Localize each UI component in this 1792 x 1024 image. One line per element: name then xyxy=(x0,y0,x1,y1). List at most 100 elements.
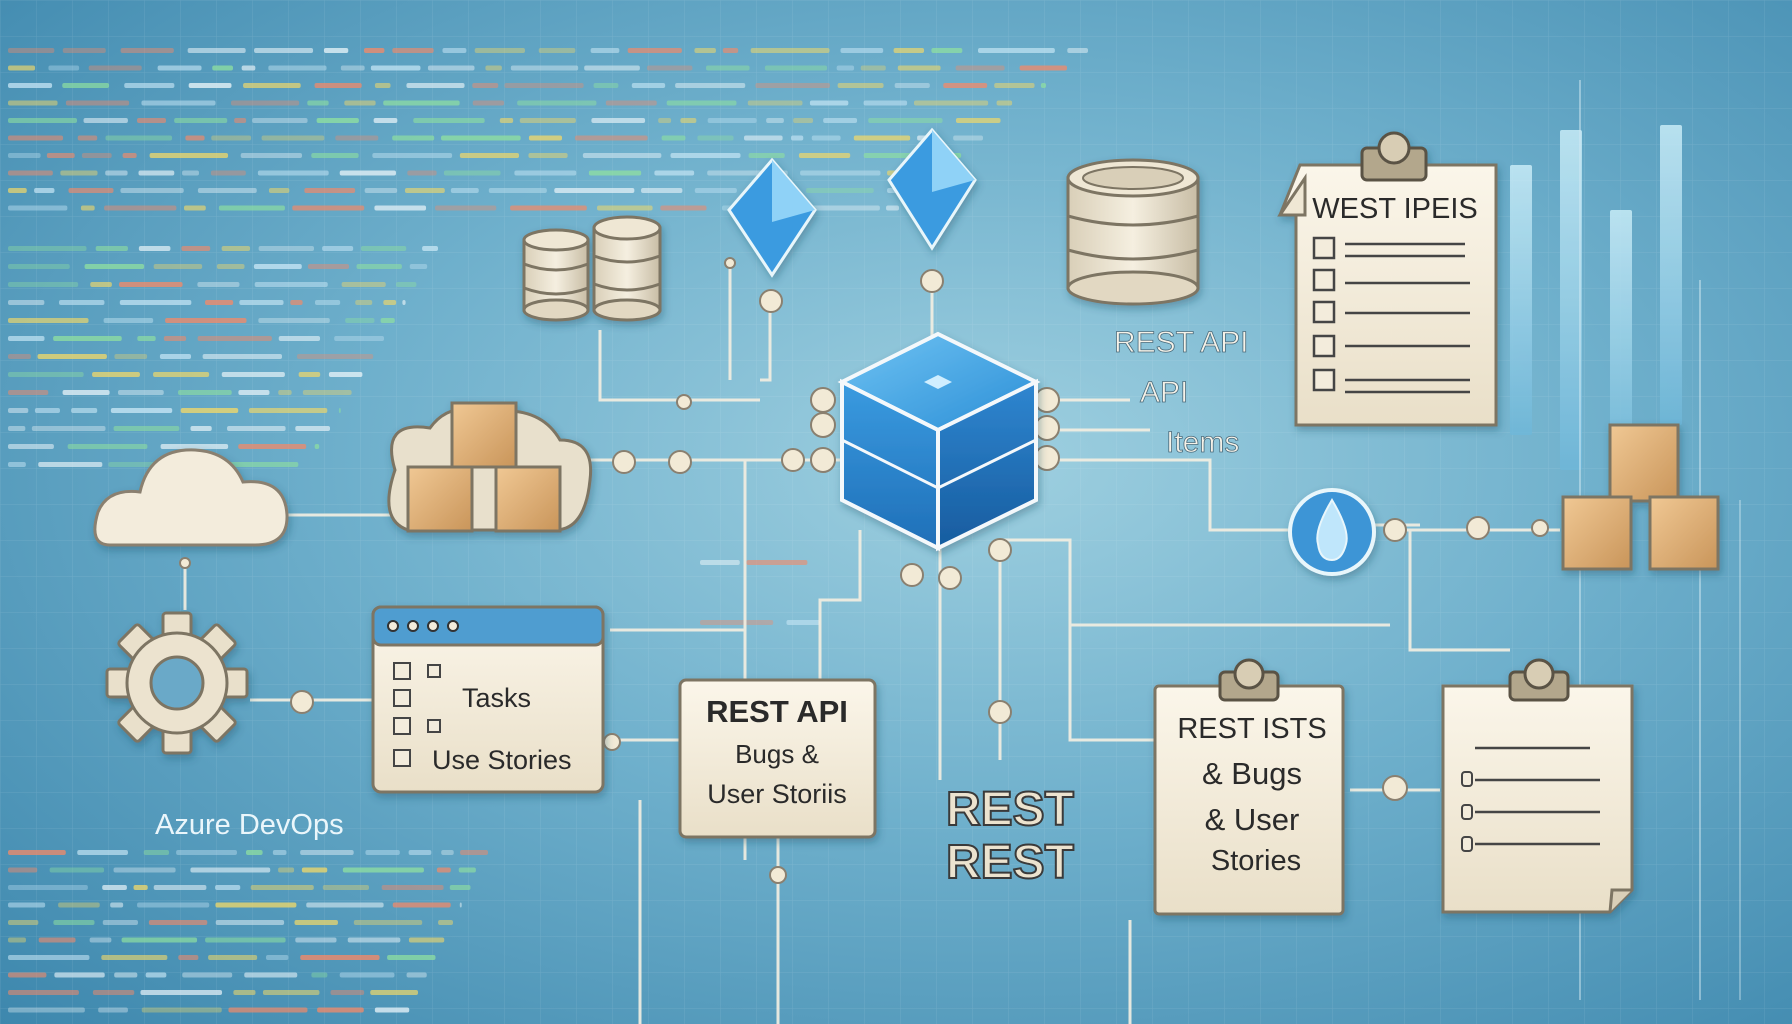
code-glyph xyxy=(458,867,476,873)
code-glyph xyxy=(38,462,103,467)
code-glyph xyxy=(37,354,107,359)
code-glyph xyxy=(110,408,173,413)
code-glyph xyxy=(46,153,75,158)
code-glyph xyxy=(381,885,444,890)
code-glyph xyxy=(591,118,646,123)
code-glyph xyxy=(105,135,173,141)
code-glyph xyxy=(700,620,774,625)
code-glyph xyxy=(137,902,210,908)
code-glyph xyxy=(654,170,695,176)
code-glyph xyxy=(290,300,303,305)
code-glyph xyxy=(253,264,302,269)
code-glyph xyxy=(95,246,128,251)
code-glyph xyxy=(894,83,930,88)
code-glyph xyxy=(747,100,803,106)
code-glyph xyxy=(554,188,635,193)
code-glyph xyxy=(8,920,39,925)
code-glyph xyxy=(383,100,460,106)
clipboard-icon: WEST IPEIS xyxy=(1277,131,1498,427)
code-glyph xyxy=(122,153,137,158)
code-glyph xyxy=(499,118,514,123)
code-glyph xyxy=(449,885,471,890)
code-glyph xyxy=(800,170,881,176)
code-glyph xyxy=(234,118,247,123)
code-glyph xyxy=(334,336,384,341)
code-glyph xyxy=(8,170,53,176)
code-glyph xyxy=(897,65,941,71)
code-glyph xyxy=(238,444,307,449)
code-glyph xyxy=(8,426,26,431)
code-glyph xyxy=(258,318,330,323)
code-glyph xyxy=(300,955,380,960)
bugs-stories-card-line4: Stories xyxy=(1211,845,1301,877)
code-glyph xyxy=(49,867,105,873)
code-glyph xyxy=(396,282,417,287)
code-glyph xyxy=(798,153,851,158)
code-glyph xyxy=(302,390,352,395)
code-glyph xyxy=(71,408,98,413)
code-glyph xyxy=(955,65,1005,71)
code-glyph xyxy=(119,282,183,287)
code-glyph xyxy=(208,955,258,960)
diamond-icon xyxy=(887,127,977,251)
code-glyph xyxy=(307,264,350,269)
code-glyph xyxy=(278,867,295,873)
code-glyph xyxy=(363,48,385,53)
code-glyph xyxy=(627,48,682,53)
code-glyph xyxy=(311,153,359,158)
code-glyph xyxy=(675,83,746,88)
code-glyph xyxy=(292,205,365,211)
azure-devops-label: Azure DevOps xyxy=(155,809,344,841)
code-glyph xyxy=(8,1007,85,1013)
bugs-stories-card-line3: & User xyxy=(1205,802,1300,837)
code-glyph xyxy=(374,83,391,88)
code-glyph xyxy=(8,972,47,978)
cloud-icon xyxy=(93,448,289,547)
code-glyph xyxy=(860,65,886,71)
rest-api-card-title: REST API xyxy=(706,694,848,729)
code-glyph xyxy=(138,246,171,251)
code-glyph xyxy=(441,135,521,141)
code-glyph xyxy=(215,920,285,925)
code-glyph xyxy=(8,118,78,123)
code-glyph xyxy=(143,850,170,855)
code-glyph xyxy=(8,462,26,467)
bugs-stories-card-line2: & Bugs xyxy=(1202,756,1302,791)
code-glyph xyxy=(597,205,653,211)
code-glyph xyxy=(217,462,299,467)
code-glyph xyxy=(265,955,289,960)
code-glyph xyxy=(345,318,375,323)
code-glyph xyxy=(472,83,499,88)
rest-api-card-line2: Bugs & xyxy=(735,739,819,769)
code-glyph xyxy=(221,372,285,377)
code-glyph xyxy=(658,118,672,123)
code-glyph xyxy=(365,850,400,855)
code-glyph xyxy=(88,65,142,71)
code-glyph xyxy=(317,1007,364,1013)
code-glyph xyxy=(590,48,620,53)
code-glyph xyxy=(474,48,526,53)
code-glyph xyxy=(314,83,362,88)
code-glyph xyxy=(176,850,237,855)
code-glyph xyxy=(661,135,686,141)
code-glyph xyxy=(215,885,241,890)
code-glyph xyxy=(837,83,884,88)
code-glyph xyxy=(245,850,263,855)
code-glyph xyxy=(8,937,26,943)
code-glyph xyxy=(149,153,229,158)
diamond-icon xyxy=(727,157,817,278)
code-glyph xyxy=(104,205,177,211)
code-glyph xyxy=(190,426,212,431)
code-glyph xyxy=(8,408,29,413)
code-glyph xyxy=(356,264,402,269)
code-glyph xyxy=(8,48,55,53)
code-glyph xyxy=(221,246,251,251)
code-glyph xyxy=(48,65,80,71)
code-glyph xyxy=(311,972,328,978)
code-glyph xyxy=(528,153,568,158)
code-glyph xyxy=(528,135,563,141)
code-glyph xyxy=(62,390,110,395)
code-glyph xyxy=(141,100,216,106)
